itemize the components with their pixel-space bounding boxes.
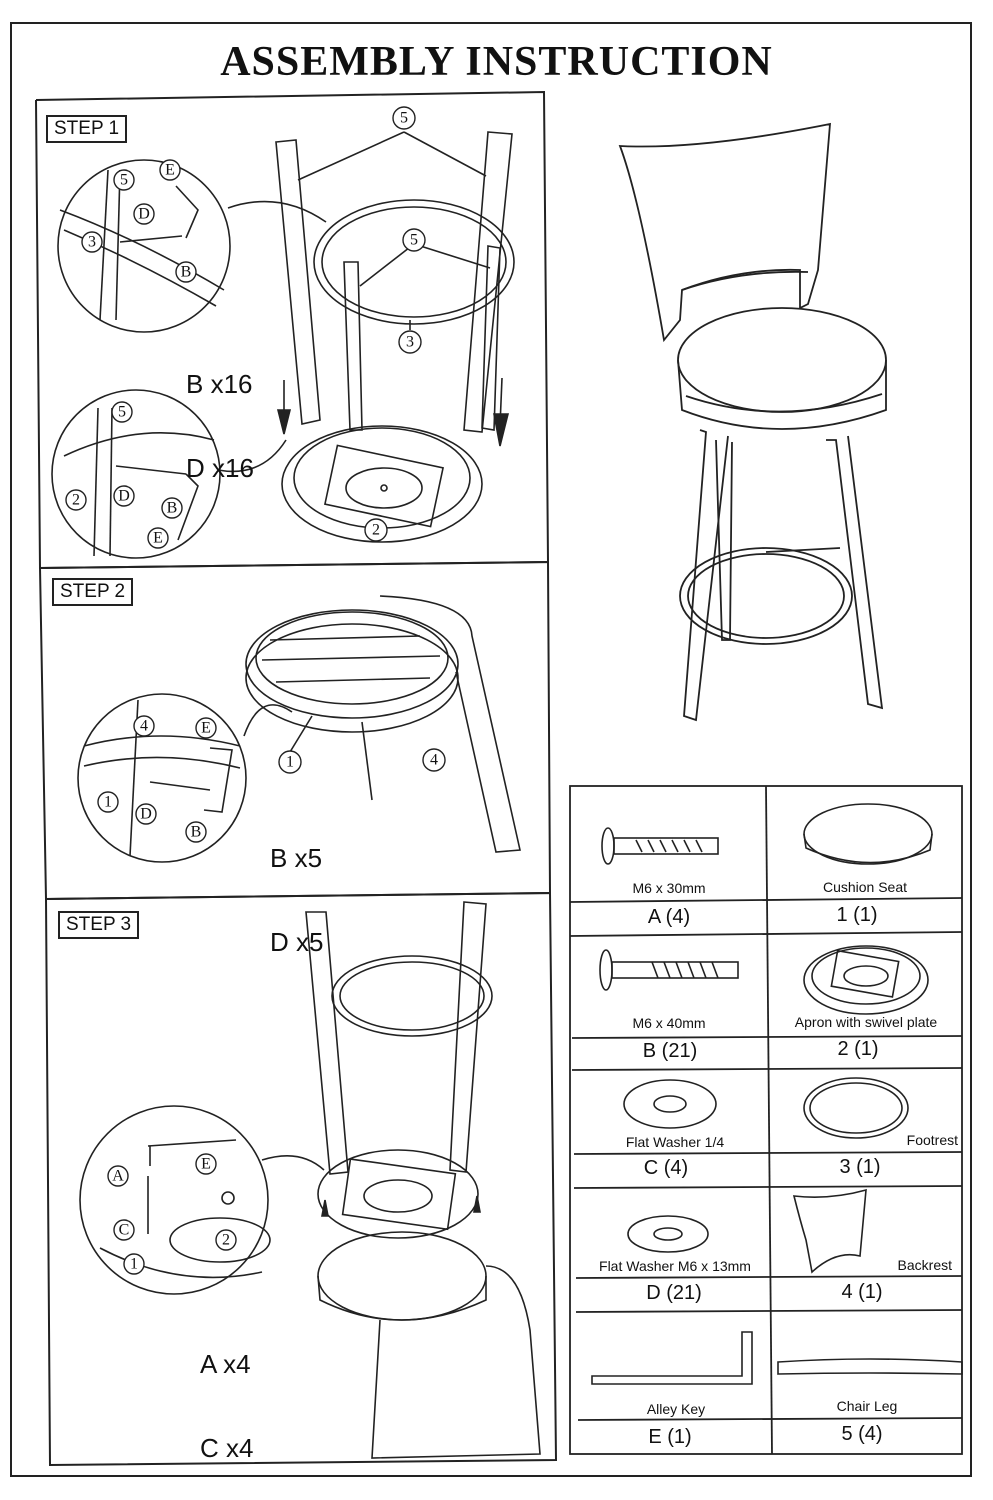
- part-name-1: Cushion Seat: [822, 879, 908, 895]
- callout-5: 5: [410, 232, 418, 249]
- step2-drawing: [77, 595, 521, 863]
- step3-qty-line: C x4: [200, 1433, 254, 1463]
- part-name-d: Flat Washer M6 x 13mm: [599, 1258, 751, 1274]
- callout-d: D: [118, 488, 130, 505]
- callout-markers: [65, 106, 446, 1275]
- step1-qty-line: B x16: [186, 369, 253, 399]
- callout-labels: 5 5 3 2 5 3 D E B 5 2 D B E 1 4 4 E 1 D …: [72, 110, 438, 1273]
- step3-label: STEP 3: [58, 911, 140, 939]
- step2-quantities: B x5 D x5: [270, 788, 323, 984]
- callout-3: 3: [406, 334, 414, 351]
- callout-b: B: [181, 264, 192, 281]
- part-icons: [591, 803, 963, 1385]
- part-id-1: 1 (1): [836, 904, 878, 926]
- part-name-e: Alley Key: [646, 1401, 706, 1417]
- assembled-stool: [618, 122, 887, 722]
- step3-qty-line: A x4: [200, 1349, 251, 1379]
- step1-quantities: B x16 D x16: [186, 314, 254, 510]
- callout-2: 2: [72, 492, 80, 509]
- part-id-c: C (4): [643, 1157, 689, 1179]
- part-id-b: B (21): [642, 1040, 698, 1062]
- part-id-4: 4 (1): [841, 1281, 883, 1303]
- callout-e: E: [153, 530, 163, 547]
- step1-qty-line: D x16: [186, 453, 254, 483]
- part-name-b: M6 x 40mm: [632, 1015, 706, 1031]
- callout-5: 5: [400, 110, 408, 127]
- part-id-2: 2 (1): [837, 1038, 879, 1060]
- callout-e: E: [201, 1156, 211, 1173]
- callout-e: E: [165, 162, 175, 179]
- part-name-4: Backrest: [897, 1257, 952, 1273]
- callout-c: C: [119, 1222, 130, 1239]
- part-id-a: A (4): [647, 906, 691, 928]
- callout-b: B: [167, 500, 178, 517]
- callout-3: 3: [88, 234, 96, 251]
- callout-e: E: [201, 720, 211, 737]
- part-name-c: Flat Washer 1/4: [625, 1134, 725, 1150]
- part-name-5: Chair Leg: [836, 1398, 898, 1414]
- callout-1: 1: [104, 794, 112, 811]
- part-name-a: M6 x 30mm: [632, 880, 706, 896]
- part-name-2: Apron with swivel plate: [794, 1014, 938, 1030]
- step1-panel: [35, 90, 550, 570]
- callout-4: 4: [140, 718, 148, 735]
- callout-5: 5: [118, 404, 126, 421]
- step3-drawing: [79, 901, 541, 1459]
- callout-d: D: [138, 206, 150, 223]
- callout-1: 1: [286, 754, 294, 771]
- step2-label: STEP 2: [52, 578, 134, 606]
- callout-5: 5: [120, 172, 128, 189]
- callout-b: B: [191, 824, 202, 841]
- step1-label: STEP 1: [46, 115, 128, 143]
- part-id-d: D (21): [646, 1282, 702, 1304]
- step3-panel: [45, 891, 558, 1467]
- step1-drawing: [51, 131, 515, 559]
- step2-qty-line: D x5: [270, 927, 324, 957]
- page-frame: [10, 22, 972, 1477]
- part-id-3: 3 (1): [839, 1156, 881, 1178]
- page-title: ASSEMBLY INSTRUCTION: [220, 39, 773, 85]
- step3-quantities: A x4 C x4: [200, 1294, 253, 1490]
- callout-2: 2: [222, 1232, 230, 1249]
- callout-1: 1: [130, 1256, 138, 1273]
- step2-qty-line: B x5: [270, 843, 323, 873]
- callout-a: A: [112, 1168, 124, 1185]
- callout-2: 2: [372, 522, 380, 539]
- part-id-e: E (1): [648, 1426, 692, 1448]
- parts-table: [569, 785, 963, 1455]
- part-name-3: Footrest: [906, 1132, 958, 1148]
- part-id-5: 5 (4): [841, 1423, 883, 1445]
- callout-d: D: [140, 806, 152, 823]
- callout-4: 4: [430, 752, 438, 769]
